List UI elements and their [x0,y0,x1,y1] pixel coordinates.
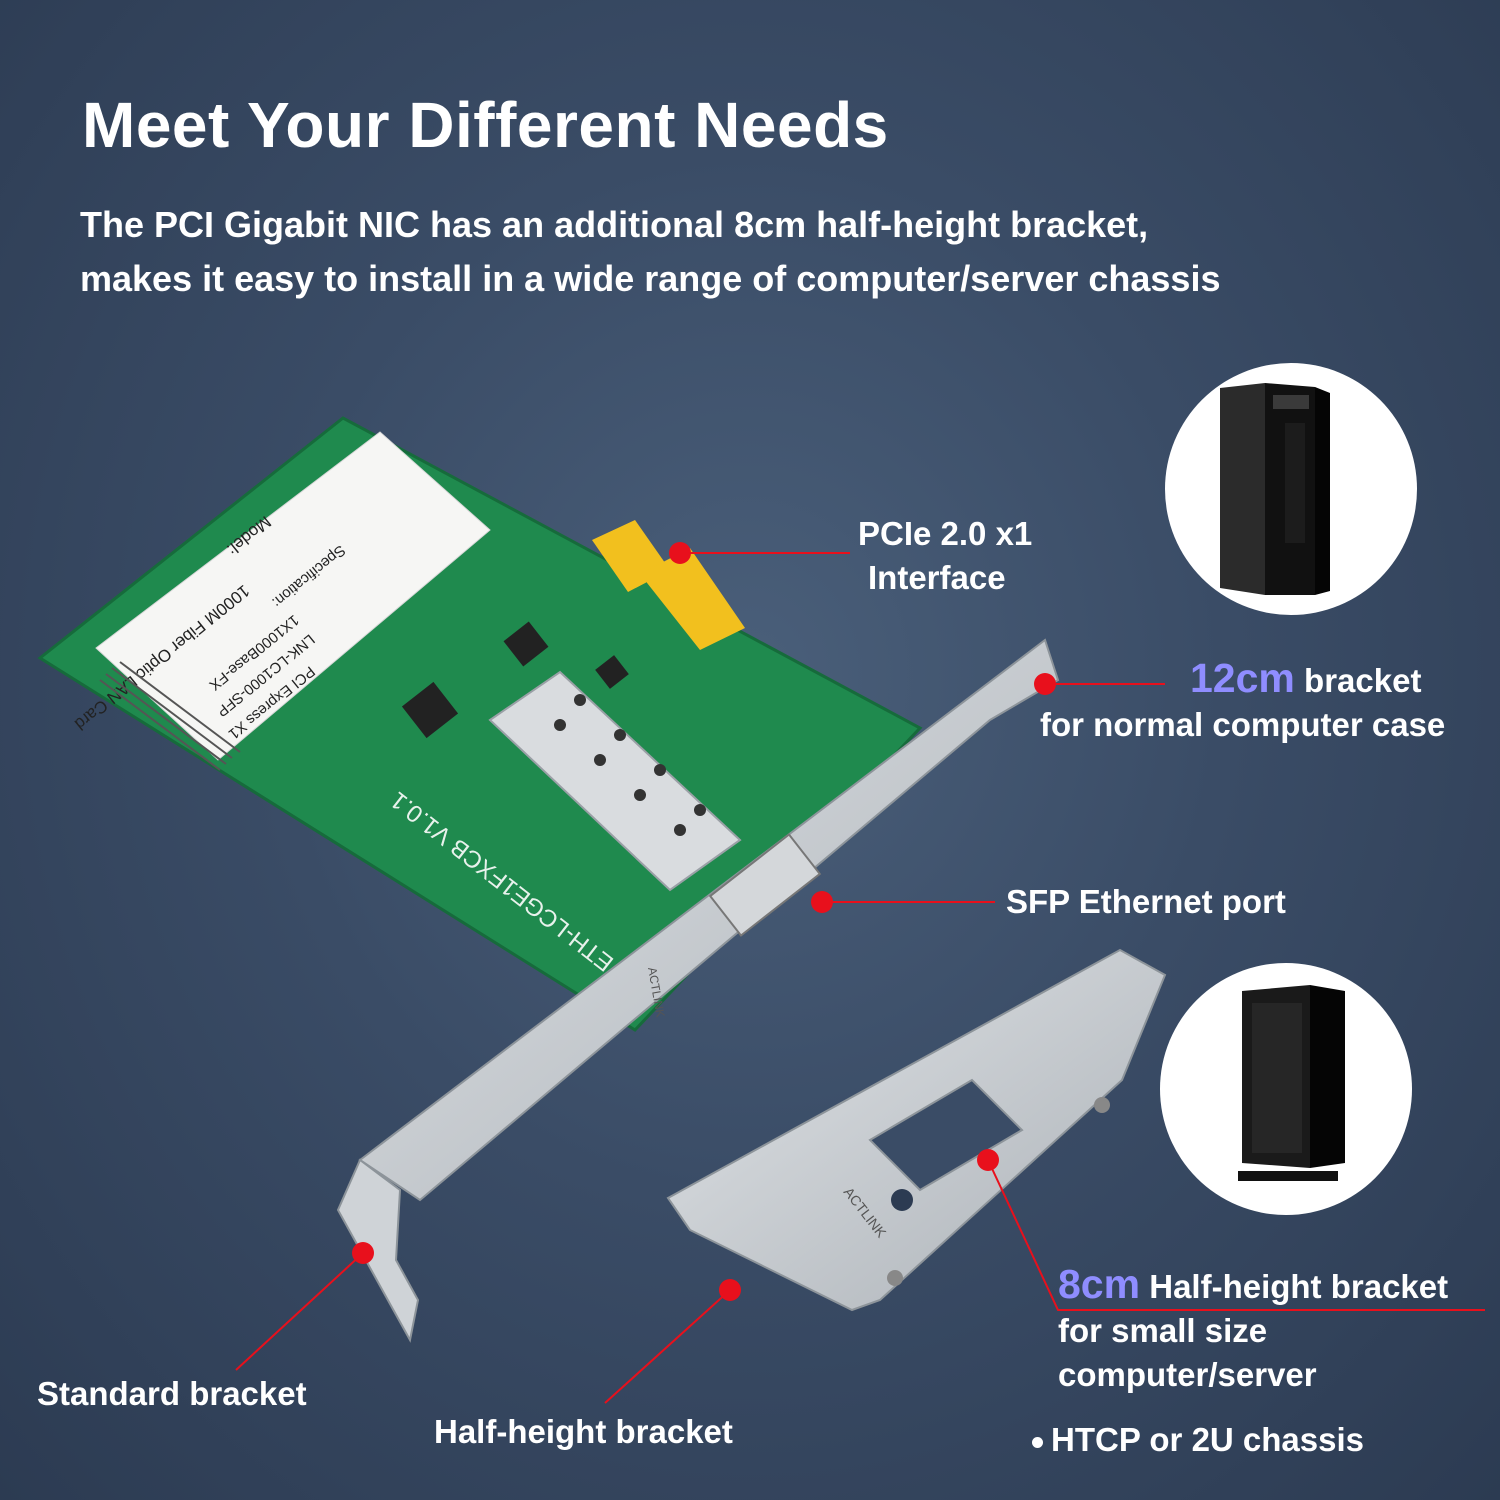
callout-htcp: HTCP or 2U chassis [1032,1418,1364,1462]
subtitle-line-1: The PCI Gigabit NIC has an additional 8c… [80,204,1149,245]
sfp-cage [488,670,742,892]
slim-pc-photo [1160,963,1412,1215]
half-height-bracket: ACTLINK [666,948,1167,1312]
pointer-line-8cm [987,1159,1485,1311]
pointer-dot-12cm [1034,673,1056,695]
barcode [99,661,241,771]
callout-8cm-highlight: 8cm [1058,1261,1141,1307]
pointers [235,552,1485,1404]
pointer-dot-sfp [811,891,833,913]
callout-half-height-bracket: Half-height bracket [434,1413,733,1450]
callout-8cm-rest: Half-height bracket [1140,1268,1449,1305]
standard-bracket: ACTLINK [336,638,1060,1343]
callout-pcie: PCIe 2.0 x1 Interface [858,512,1032,600]
callout-8cm-line2: for small size [1058,1312,1268,1349]
bullet-dot [1032,1436,1043,1448]
callout-pcie-line2: Interface [868,559,1006,596]
pointer-dot-standard [352,1242,374,1264]
callout-8cm-line3: computer/server [1058,1356,1317,1393]
pcb-board: Model: 1000M Fiber Optic LAN Card Specif… [37,416,923,1032]
callout-pcie-line1: PCIe 2.0 x1 [858,515,1033,552]
pointer-dot-8cm [977,1149,999,1171]
slim-pc-icon [1238,985,1345,1181]
callout-sfp: SFP Ethernet port [1006,883,1286,920]
pointer-dot-half [719,1279,741,1301]
pointer-line-standard [235,1252,364,1371]
pointer-dot-pcie [669,542,691,564]
callout-12cm-rest: bracket [1294,662,1422,699]
tower-pc-photo [1165,363,1417,615]
callout-12cm: 12cm bracket for normal computer case [1040,656,1445,747]
callout-12cm-highlight: 12cm [1190,655,1295,701]
callout-htcp-text: HTCP or 2U chassis [1051,1421,1365,1458]
page-title: Meet Your Different Needs [82,89,889,161]
subtitle-line-2: makes it easy to install in a wide range… [80,258,1221,299]
callout-8cm: 8cm Half-height bracket for small size c… [1058,1262,1448,1397]
tower-pc-icon [1220,383,1330,595]
callout-standard-bracket: Standard bracket [37,1375,307,1412]
pointer-line-half [604,1289,731,1404]
callout-12cm-line2: for normal computer case [1040,706,1446,743]
